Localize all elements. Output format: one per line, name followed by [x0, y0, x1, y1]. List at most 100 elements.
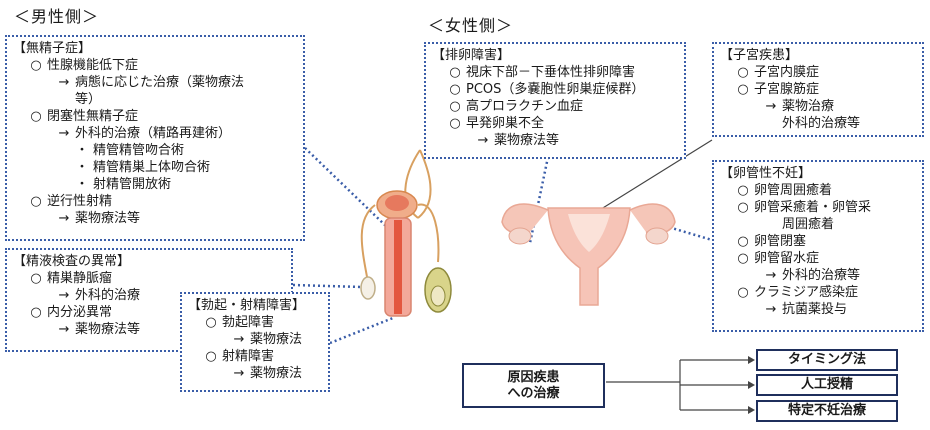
azoospermia-line: →薬物療法等 — [13, 210, 297, 227]
uterine-line: ○ 子宮腺筋症 — [720, 81, 916, 98]
specific-infertility-treatment-box: 特定不妊治療 — [756, 400, 898, 422]
circle-bullet-icon: ○ — [205, 349, 217, 364]
tubal-line: ○ 卵管閉塞 — [720, 233, 916, 250]
azoospermia-line: → 病態に応じた治療（薬物療法 — [13, 74, 297, 91]
ovulation-box: 【排卵障害】 ○視床下部－下垂体性排卵障害○PCOS（多嚢胞性卵巣症候群）○高プ… — [424, 42, 686, 159]
azoospermia-title: 【無精子症】 — [13, 41, 92, 56]
uterine-title: 【子宮疾患】 — [720, 48, 799, 63]
azoospermia-line-text: 病態に応じた治療（薬物療法 — [75, 75, 245, 90]
artificial-insemination-box: 人工授精 — [756, 374, 898, 396]
male-heading: ＜男性側＞ — [14, 7, 100, 26]
erection-line-text: 薬物療法 — [250, 332, 303, 347]
uterine-line: ○ 子宮内膜症 — [720, 64, 916, 81]
tubal-line: → 外科的治療等 — [720, 267, 916, 284]
erection-box: 【勃起・射精障害】 ○勃起障害→薬物療法○射精障害→薬物療法 — [180, 292, 330, 392]
arrow-icon: → — [477, 133, 489, 148]
circle-bullet-icon: ○ — [449, 82, 461, 97]
azoospermia-line: ○性腺機能低下症 — [13, 57, 297, 74]
azoospermia-line-text: 閉塞性無精子症 — [47, 109, 139, 124]
azoospermia-line-text: 射精管開放術 — [93, 177, 172, 192]
arrow-icon: → — [765, 302, 777, 317]
flow-connectors — [606, 359, 753, 411]
erection-line-text: 勃起障害 — [222, 315, 275, 330]
semen-line: →薬物療法等 — [13, 321, 285, 338]
azoospermia-line-text: 等） — [75, 92, 102, 107]
ovulation-line-text: 視床下部－下垂体性排卵障害 — [466, 65, 636, 80]
dot-bullet-icon: ・ — [75, 160, 89, 175]
arrow-icon: → — [233, 366, 245, 381]
tubal-box: 【卵管性不妊】 ○卵管周囲癒着○卵管采癒着・卵管采周囲癒着○卵管閉塞○卵管留水症… — [712, 160, 924, 332]
circle-bullet-icon: ○ — [30, 271, 42, 286]
uterine-line-text: 子宮腺筋症 — [754, 82, 820, 97]
female-heading: ＜女性側＞ — [428, 16, 514, 35]
circle-bullet-icon: ○ — [737, 234, 749, 249]
uterine-line: 外科的治療等 — [720, 115, 916, 132]
uterine-line-text: 外科的治療等 — [782, 116, 861, 131]
erection-line-text: 薬物療法 — [250, 366, 303, 381]
azoospermia-line-text: 逆行性射精 — [47, 194, 113, 209]
ovulation-line: ○早発卵巣不全 — [432, 115, 678, 132]
semen-line: ○ 精巣静脈瘤 — [13, 270, 285, 287]
tubal-line-text: 外科的治療等 — [782, 268, 861, 283]
erection-line: →薬物療法 — [188, 331, 322, 348]
female-anatomy-illustration — [501, 203, 676, 306]
connector-ovulation — [528, 156, 550, 244]
spacer — [760, 115, 782, 132]
semen-line: → 外科的治療 — [13, 287, 285, 304]
ovulation-line: ○視床下部－下垂体性排卵障害 — [432, 64, 678, 81]
circle-bullet-icon: ○ — [449, 116, 461, 131]
tubal-line: → 抗菌薬投与 — [720, 301, 916, 318]
azoospermia-line: 等） — [13, 91, 297, 108]
circle-bullet-icon: ○ — [449, 99, 461, 114]
arrow-icon: → — [58, 288, 70, 303]
artificial-insemination-label: 人工授精 — [800, 377, 853, 392]
tubal-line-text: 抗菌薬投与 — [782, 302, 848, 317]
circle-bullet-icon: ○ — [737, 200, 749, 215]
circle-bullet-icon: ○ — [737, 183, 749, 198]
erection-line: ○射精障害 — [188, 348, 322, 365]
azoospermia-line: ・射精管開放術 — [13, 176, 297, 193]
semen-line-text: 精巣静脈瘤 — [47, 271, 113, 286]
connector-uterine — [597, 139, 713, 212]
arrow-icon: → — [58, 126, 70, 141]
connector-semen — [292, 283, 363, 289]
circle-bullet-icon: ○ — [737, 251, 749, 266]
spacer — [53, 91, 75, 108]
connector-erection — [329, 316, 394, 345]
tubal-line: ○卵管周囲癒着 — [720, 182, 916, 199]
arrow-icon: → — [765, 99, 777, 114]
cause-treatment-label: 原因疾患 への治療 — [507, 369, 560, 401]
tubal-title: 【卵管性不妊】 — [720, 166, 812, 181]
azoospermia-line: → 外科的治療（精路再建術） — [13, 125, 297, 142]
semen-line-text: 外科的治療 — [75, 288, 141, 303]
circle-bullet-icon: ○ — [737, 82, 749, 97]
ovulation-line-text: 薬物療法等 — [494, 133, 560, 148]
dot-bullet-icon: ・ — [75, 143, 89, 158]
tubal-line-text: 卵管采癒着・卵管采 — [754, 200, 872, 215]
tubal-line: 周囲癒着 — [720, 216, 916, 233]
circle-bullet-icon: ○ — [30, 194, 42, 209]
azoospermia-line-text: 外科的治療（精路再建術） — [75, 126, 232, 141]
semen-line: ○内分泌異常 — [13, 304, 285, 321]
semen-line-text: 内分泌異常 — [47, 305, 113, 320]
arrow-icon: → — [58, 211, 70, 226]
tubal-line: ○卵管留水症 — [720, 250, 916, 267]
tubal-line-text: 周囲癒着 — [782, 217, 835, 232]
connector-azoospermia — [304, 147, 389, 229]
arrow-icon: → — [765, 268, 777, 283]
erection-line: → 薬物療法 — [188, 365, 322, 382]
ovulation-line-text: PCOS（多嚢胞性卵巣症候群） — [466, 82, 645, 97]
spacer — [760, 216, 782, 233]
erection-line: ○勃起障害 — [188, 314, 322, 331]
timing-method-label: タイミング法 — [787, 352, 866, 367]
specific-infertility-treatment-label: 特定不妊治療 — [787, 403, 866, 418]
azoospermia-box: 【無精子症】 ○性腺機能低下症→病態に応じた治療（薬物療法等）○閉塞性無精子症→… — [5, 35, 305, 241]
arrow-icon: → — [58, 322, 70, 337]
uterine-line-text: 子宮内膜症 — [754, 65, 820, 80]
uterine-line-text: 薬物治療 — [782, 99, 835, 114]
tubal-line: ○クラミジア感染症 — [720, 284, 916, 301]
circle-bullet-icon: ○ — [737, 65, 749, 80]
arrow-icon: → — [58, 75, 70, 90]
tubal-line-text: クラミジア感染症 — [754, 285, 859, 300]
tubal-line-text: 卵管閉塞 — [754, 234, 807, 249]
